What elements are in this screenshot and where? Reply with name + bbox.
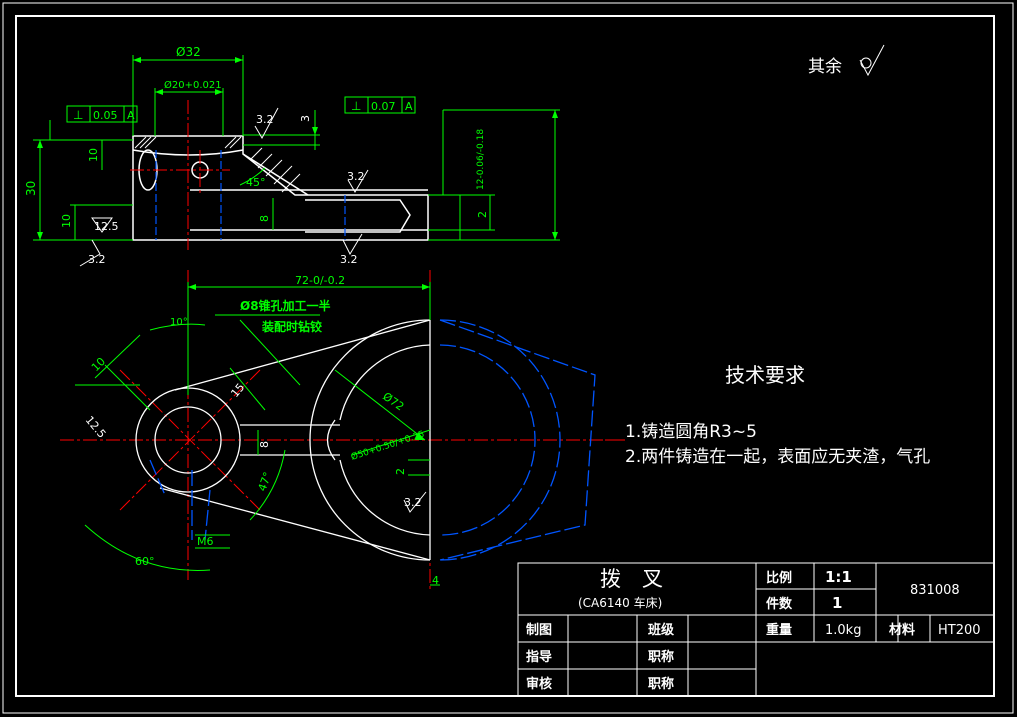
- dim-8-top: 8: [258, 215, 271, 222]
- roughness-3-2-a: 3.2: [256, 113, 274, 126]
- dim-height-30: 30: [24, 181, 38, 196]
- roughness-note-label: 其余: [808, 57, 842, 77]
- dim-phi50: Ø50+0.50/+0.25: [350, 429, 426, 463]
- frame1-symbol: ⊥: [73, 108, 83, 122]
- dim-72-length: 72-0/-0.2: [295, 274, 345, 287]
- weight-label: 重量: [766, 622, 792, 638]
- inner-border: [15, 15, 995, 697]
- roughness-3-2-d: 3.2: [340, 253, 358, 266]
- drawing-number: 831008: [910, 583, 960, 598]
- dim-45deg: 45°: [246, 176, 266, 189]
- dim-10a: 10: [87, 148, 100, 162]
- material-value: HT200: [938, 623, 981, 638]
- drawn-label: 制图: [526, 622, 552, 638]
- dim-3: 3: [299, 115, 312, 122]
- dim-phi72: Ø72: [380, 390, 406, 414]
- frame1-datum: A: [127, 109, 135, 122]
- class-label: 班级: [648, 622, 675, 638]
- dim-m6: M6: [197, 535, 214, 548]
- roughness-12-5: 12.5: [94, 220, 119, 233]
- frame2-symbol: ⊥: [351, 99, 361, 113]
- title-block: [517, 562, 995, 697]
- title1-label: 职称: [648, 649, 674, 665]
- tech-req-item-1: 1.铸造圆角R3~5: [625, 422, 757, 442]
- dim-10deg: 10°: [170, 317, 188, 328]
- count-value: 1: [832, 594, 842, 612]
- dim-60deg: 60°: [135, 555, 155, 568]
- material-label: 材料: [889, 622, 915, 638]
- tech-req-title: 技术要求: [725, 363, 805, 387]
- roughness-3-2-c: 3.2: [88, 253, 106, 266]
- dim-2-front: 2: [394, 468, 407, 475]
- dim-8-front: 8: [258, 441, 271, 448]
- top-view: Ø32 Ø20+0.021 30 10 10 3 45° 8 2 12-0.06…: [24, 44, 885, 267]
- title2-label: 职称: [648, 676, 674, 692]
- check-label: 审核: [526, 676, 552, 692]
- machine-name: (CA6140 车床): [578, 595, 662, 610]
- note-taper-hole: Ø8锥孔加工一半: [240, 298, 331, 313]
- scale-value: 1:1: [825, 568, 852, 586]
- dim-12: 12-0.06/-0.18: [476, 129, 486, 190]
- dim-r12-5: 12.5: [83, 414, 109, 441]
- frame2-datum: A: [405, 100, 413, 113]
- note-assembly: 装配时钻铰: [261, 319, 322, 334]
- advisor-label: 指导: [526, 649, 552, 665]
- count-label: 件数: [766, 596, 793, 612]
- roughness-3-2-front: 3.2: [404, 496, 422, 509]
- scale-label: 比例: [766, 570, 792, 586]
- dim-47deg: 47°: [256, 470, 275, 493]
- dim-15: 15: [228, 381, 247, 400]
- roughness-3-2-b: 3.2: [347, 170, 365, 183]
- dim-4: 4: [432, 574, 439, 587]
- part-name: 拨 叉: [600, 567, 663, 591]
- frame2-value: 0.07: [371, 100, 396, 113]
- dim-10b: 10: [60, 214, 73, 228]
- dim-2-top: 2: [476, 211, 489, 218]
- dim-phi20: Ø20+0.021: [164, 79, 222, 91]
- weight-value: 1.0kg: [825, 623, 861, 638]
- tech-req-item-2: 2.两件铸造在一起，表面应无夹渣，气孔: [625, 447, 930, 467]
- dim-phi32: Ø32: [176, 45, 201, 59]
- frame1-value: 0.05: [93, 109, 118, 122]
- dim-10-front: 10: [89, 355, 108, 374]
- front-view: Ø8锥孔加工一半 装配时钻铰 72-0/-0.2 10° 10 12.5 15 …: [60, 270, 620, 590]
